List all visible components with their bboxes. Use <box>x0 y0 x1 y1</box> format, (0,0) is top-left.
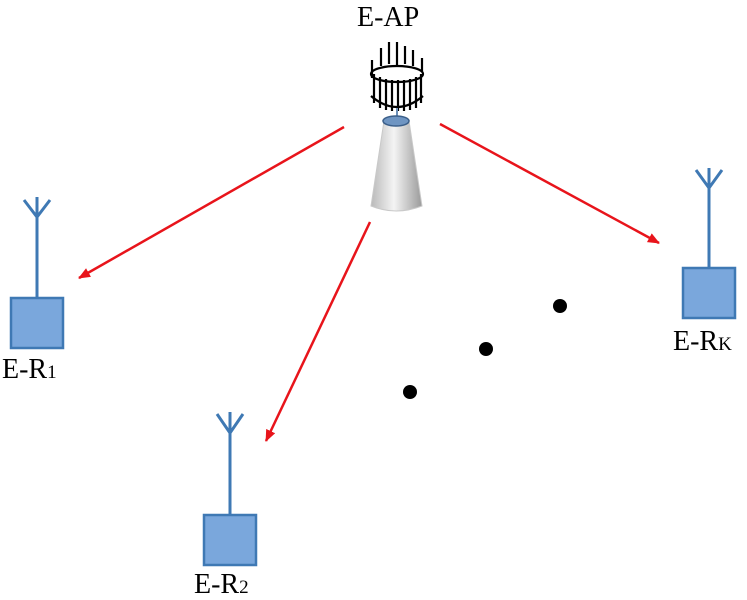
ellipsis-dot <box>553 299 567 313</box>
receiver-k-label-base: E-R <box>673 326 719 357</box>
receiver-2-label: E-R2 <box>194 571 249 599</box>
link-arrow-to-receiver-k <box>439 122 660 245</box>
receiver-k-icon <box>681 168 737 320</box>
receiver-1-icon <box>9 197 65 350</box>
ellipsis-dot <box>403 385 417 399</box>
receiver-2-label-sub: 2 <box>239 577 249 598</box>
link-arrow-to-receiver-2 <box>264 221 372 442</box>
access-point-label: E-AP <box>357 2 420 33</box>
access-point-tower-icon <box>369 42 425 212</box>
link-arrows <box>78 122 660 442</box>
ellipsis-dot <box>479 342 493 356</box>
receiver-k-label: E-RK <box>673 328 732 356</box>
receiver-k-label-sub: K <box>718 334 732 355</box>
ellipsis-dots <box>403 299 567 399</box>
receiver-1-label: E-R1 <box>2 356 57 384</box>
receiver-2-label-base: E-R <box>194 569 240 600</box>
receiver-1-label-sub: 1 <box>47 362 57 383</box>
receiver-2-icon <box>202 412 258 567</box>
receiver-1-label-base: E-R <box>2 354 48 385</box>
antenna-array-icon <box>369 42 425 111</box>
link-arrow-to-receiver-1 <box>78 125 345 280</box>
